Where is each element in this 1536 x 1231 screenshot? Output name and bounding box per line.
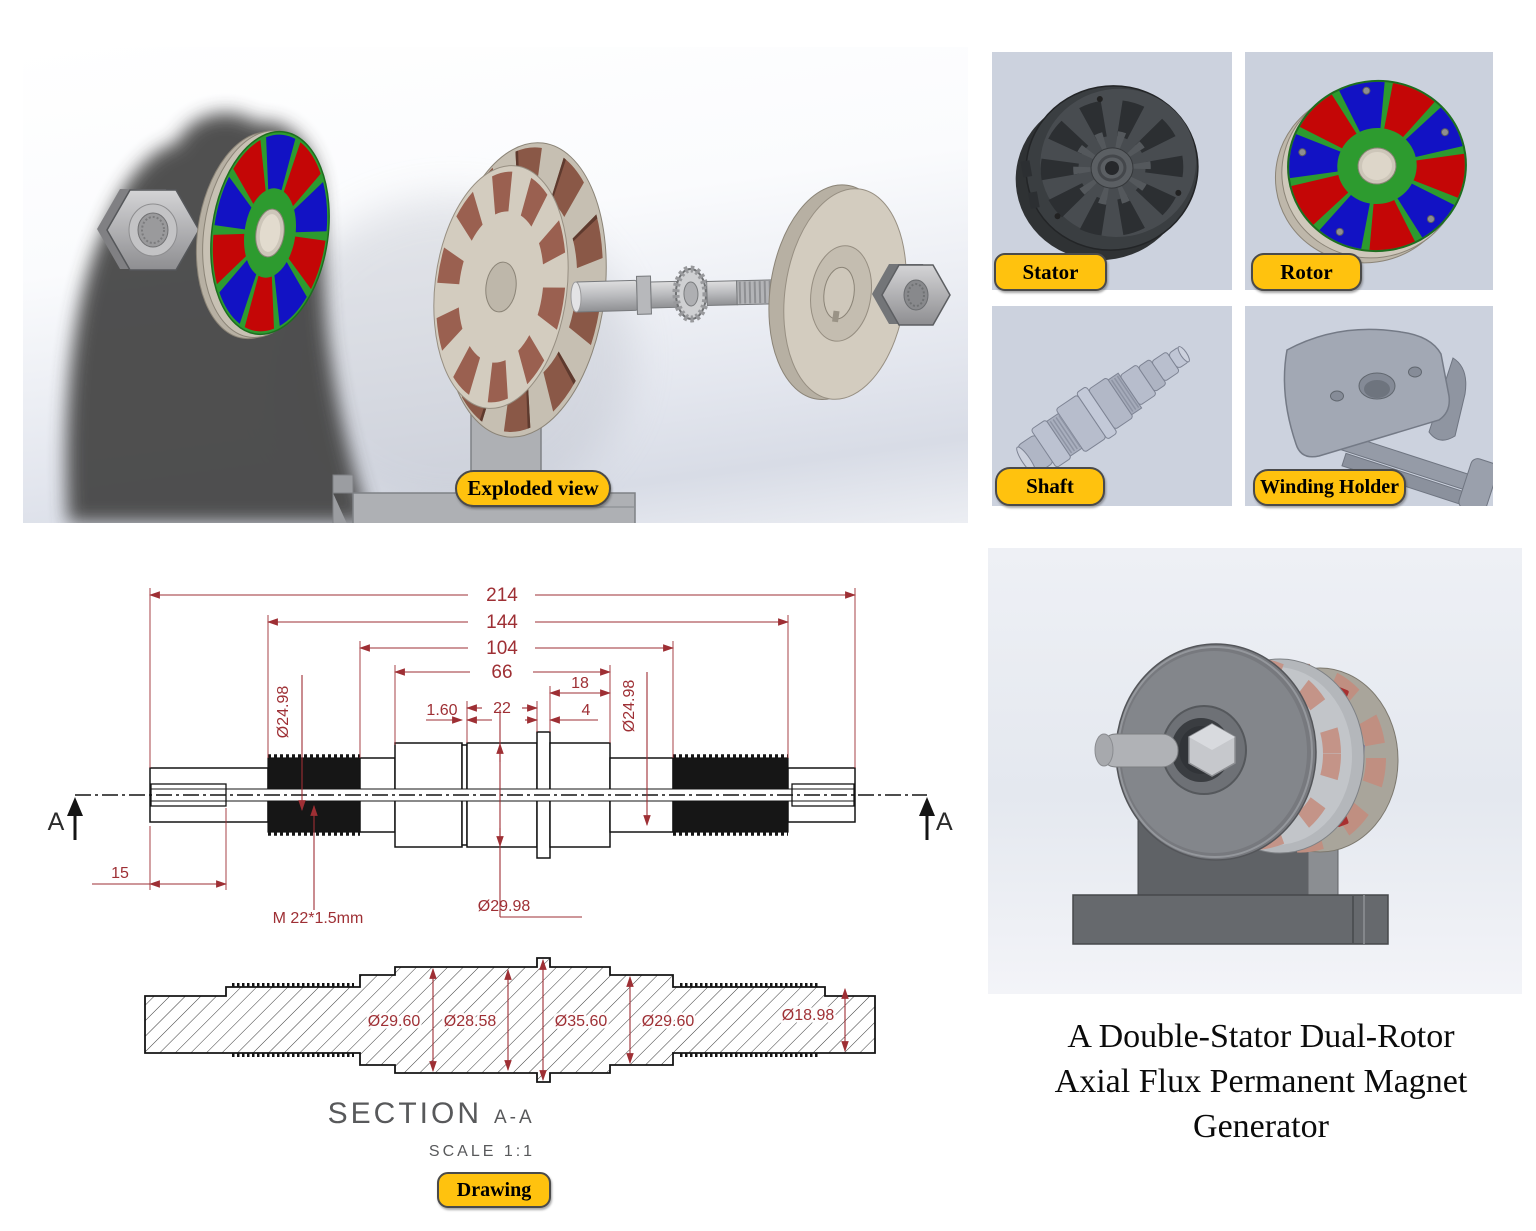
winding-holder-icon: [1283, 328, 1499, 514]
dim-18: 18: [571, 675, 589, 692]
stator-icon: [1015, 85, 1199, 261]
exploded-view-badge: Exploded view: [455, 470, 611, 507]
shaft-badge: Shaft: [995, 467, 1105, 506]
dim-total: 214: [486, 585, 518, 606]
shaft-engineering-drawing: A A 214 144 104 66 22 18 4 1.60 Ø24.98 Ø…: [48, 585, 953, 1160]
stator-stand-assembly-icon: [332, 142, 636, 538]
exploded-view-image: [23, 47, 968, 538]
dim-144: 144: [486, 612, 518, 633]
shaft-section-view: Ø29.60 Ø28.58 Ø35.60 Ø29.60 Ø18.98: [144, 957, 876, 1083]
figure-title: A Double-Stator Dual-Rotor Axial Flux Pe…: [1000, 1014, 1522, 1150]
hex-nut-left-icon: [97, 189, 200, 271]
title-line-1: A Double-Stator Dual-Rotor: [1067, 1018, 1455, 1055]
shaft-icon: [1016, 346, 1190, 475]
section-dim-3: Ø35.60: [555, 1013, 608, 1030]
section-dim-4: Ø29.60: [642, 1013, 695, 1030]
section-dim-1: Ø29.60: [368, 1013, 421, 1030]
drawing-badge: Drawing: [437, 1172, 551, 1208]
stator-part-image: [992, 52, 1232, 290]
cut-label-right: A: [936, 808, 953, 836]
rotor-part-image: [1245, 52, 1493, 290]
dim-22: 22: [493, 700, 511, 717]
dim-dia-left: Ø24.98: [275, 686, 292, 739]
dim-15: 15: [111, 865, 129, 882]
hex-nut-right-icon: [872, 264, 951, 326]
dim-1-60: 1.60: [426, 702, 457, 719]
section-cut-arrows: A A: [48, 797, 953, 840]
dim-66: 66: [491, 662, 512, 683]
dimension-lines: 214 144 104 66 22 18 4 1.60 Ø24.98 Ø24.9…: [92, 585, 857, 927]
dim-thread: M 22*1.5mm: [273, 910, 364, 927]
section-caption: SECTION A-A SCALE 1:1: [328, 1097, 535, 1160]
cut-label-left: A: [48, 808, 65, 836]
dim-dia-right: Ø24.98: [621, 680, 638, 733]
section-label: SECTION: [328, 1097, 482, 1130]
title-line-2: Axial Flux Permanent Magnet: [1054, 1063, 1468, 1101]
rotor-badge: Rotor: [1251, 253, 1362, 291]
title-line-3: Generator: [1193, 1108, 1329, 1146]
section-id: A-A: [494, 1107, 535, 1128]
winding-holder-badge: Winding Holder: [1253, 469, 1406, 506]
shaft-side-view: [75, 731, 927, 859]
scale-label: SCALE 1:1: [429, 1143, 535, 1160]
assembled-generator-image: [988, 548, 1522, 994]
dim-dia-mid: Ø29.98: [478, 898, 531, 915]
section-dim-5: Ø18.98: [782, 1007, 835, 1024]
dim-104: 104: [486, 638, 518, 659]
exploded-view-drawing: [66, 113, 951, 538]
assembled-generator-drawing: [1072, 643, 1399, 945]
section-dim-2: Ø28.58: [444, 1013, 497, 1030]
rotor-disc-front-icon: [195, 130, 330, 340]
rotor-icon: [1274, 79, 1467, 264]
dim-4: 4: [582, 702, 591, 719]
generator-hub: [1094, 705, 1247, 795]
shaft-part-image: [992, 306, 1232, 506]
stator-badge: Stator: [994, 253, 1107, 291]
end-plate-disc-icon: [768, 184, 907, 400]
